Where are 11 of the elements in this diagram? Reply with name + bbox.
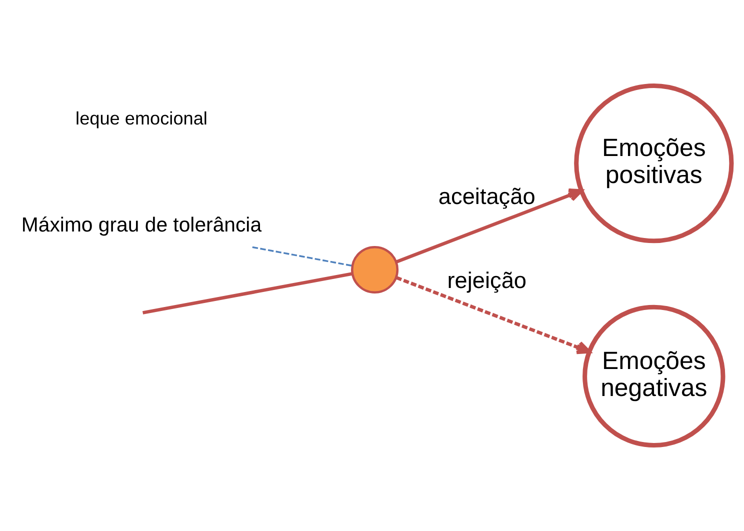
node-circle: Emoções negativas [582,304,725,448]
arrow [395,276,590,354]
connector [142,272,352,314]
edge-label: rejeição [446,268,526,293]
node-text: Máximo grau de tolerância [20,214,262,237]
node-circle [350,246,398,294]
connector [252,246,352,267]
arrow [395,188,582,264]
label: leque emocional [75,108,207,129]
node-circle: Emoções positivas [574,83,734,244]
edge-label: aceitação [438,184,535,210]
